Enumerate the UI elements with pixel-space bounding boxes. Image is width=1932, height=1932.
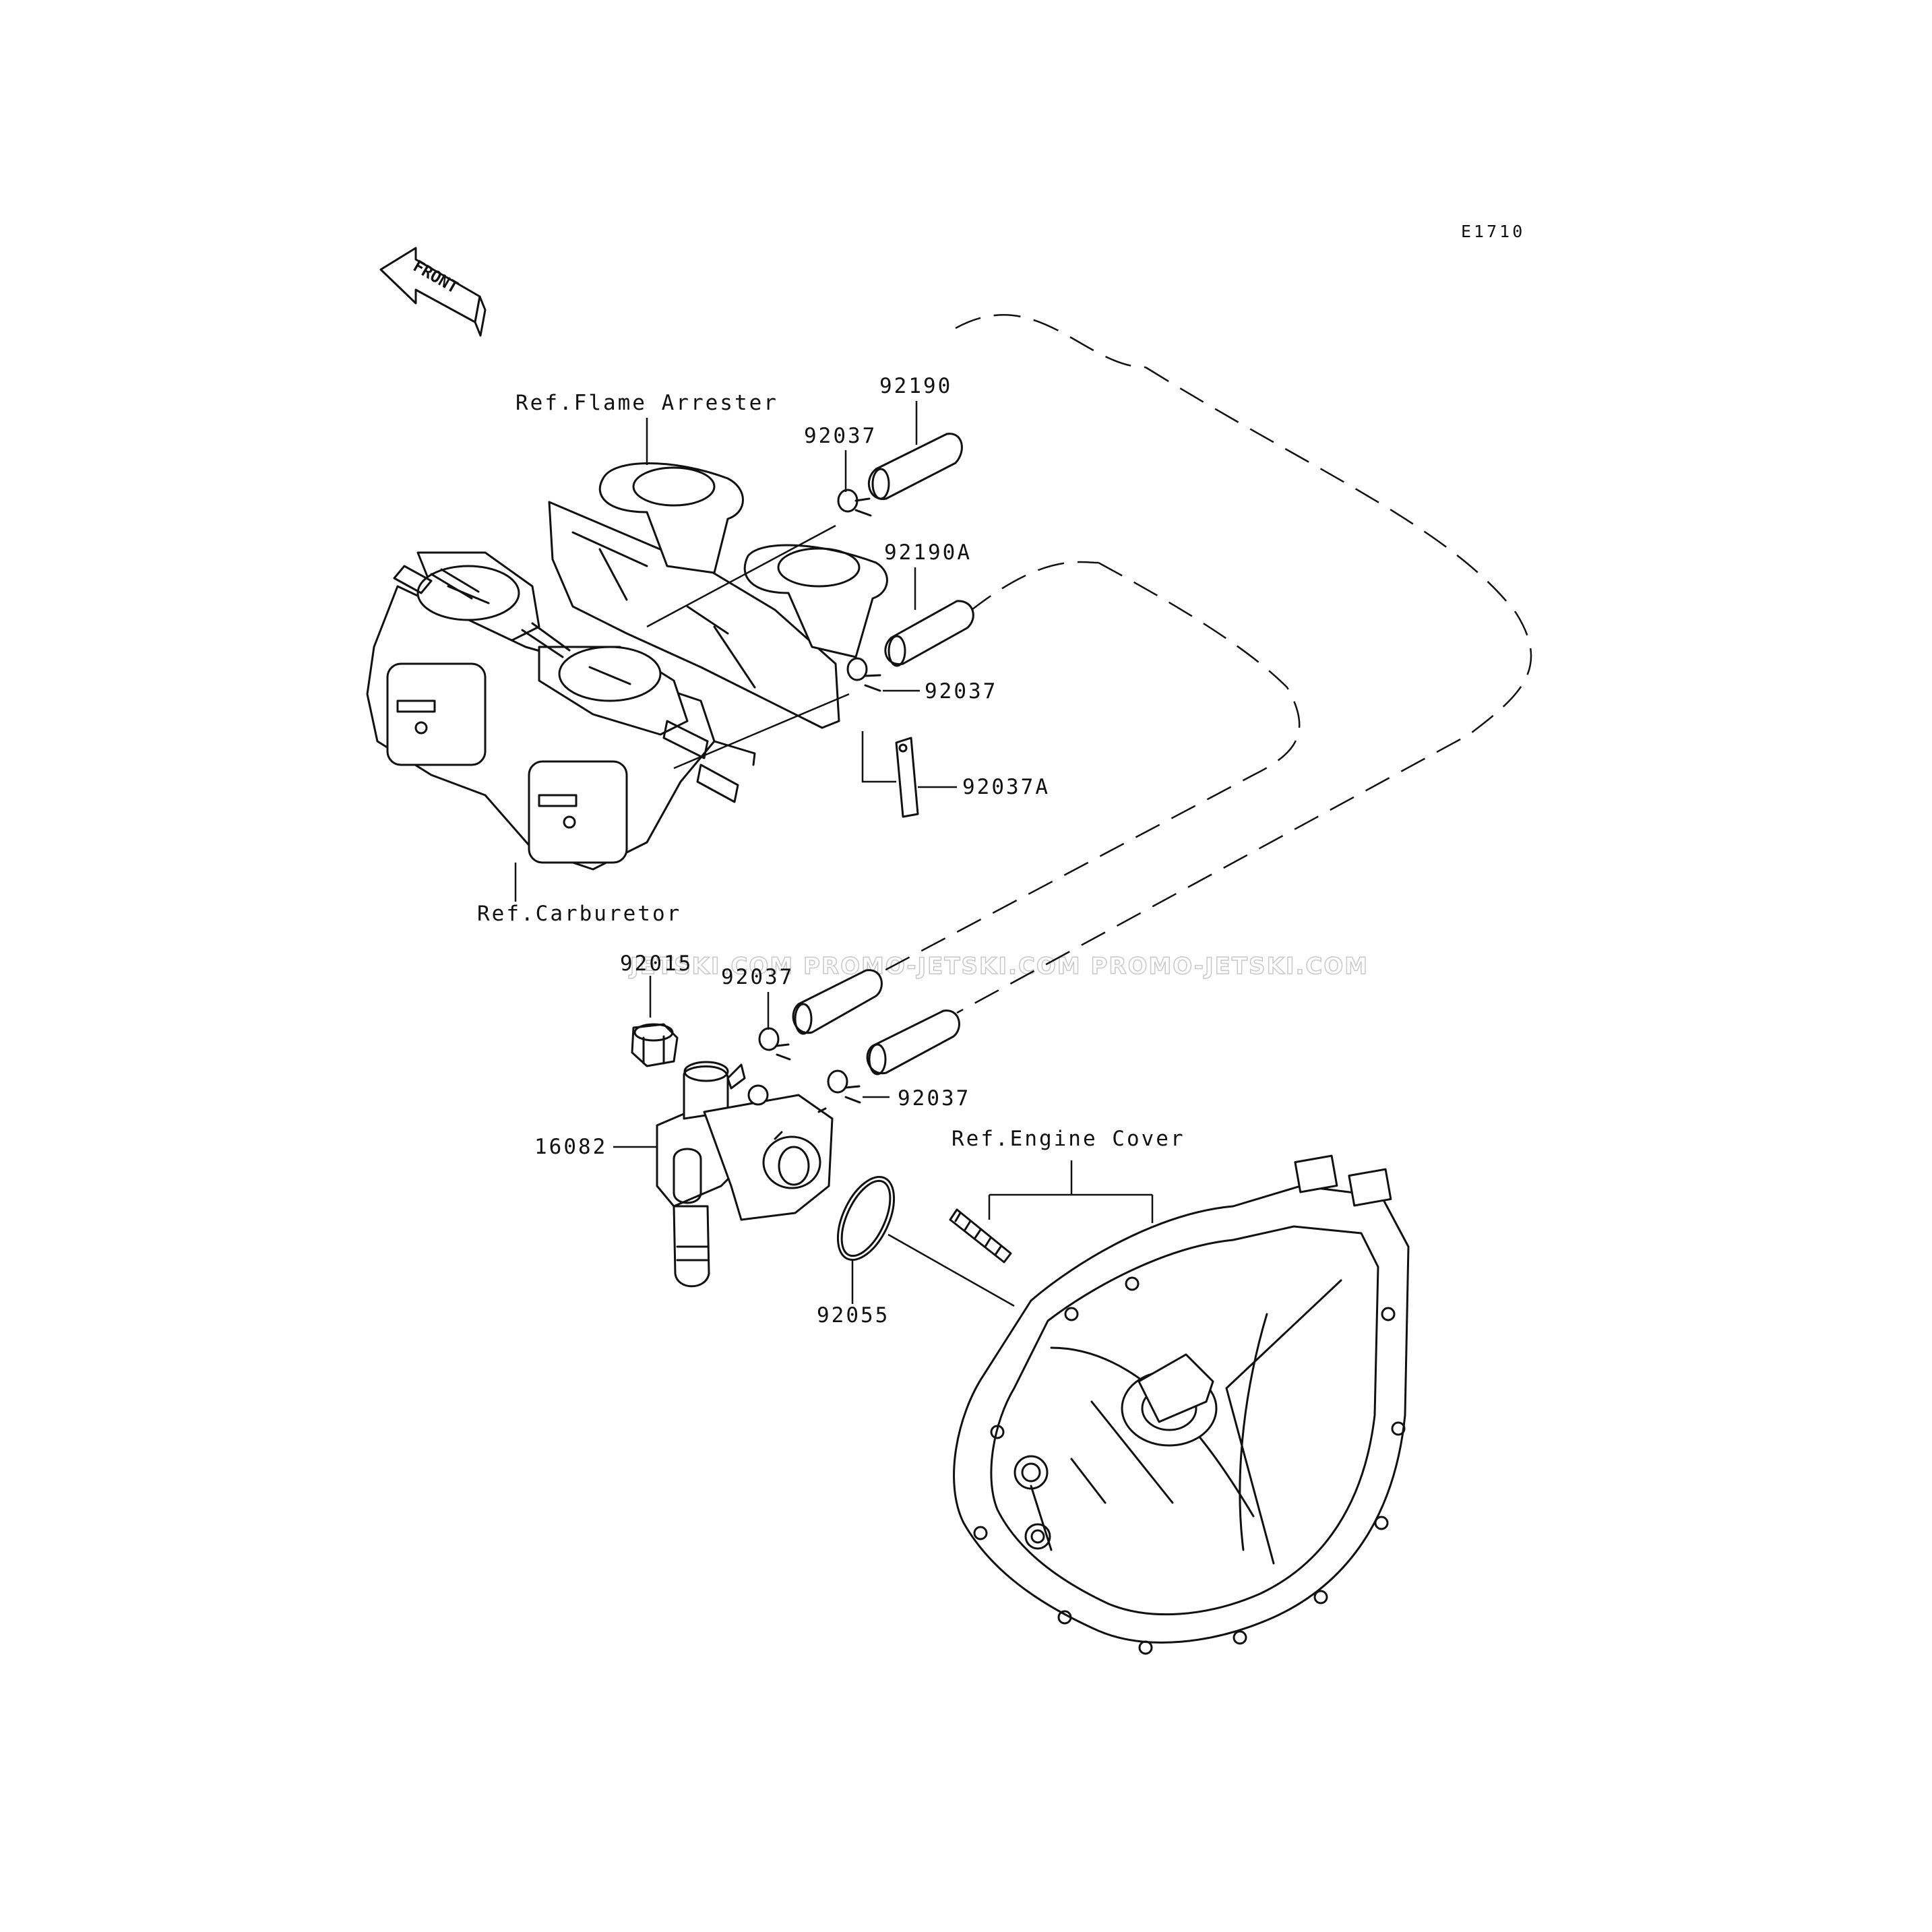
hose-lower-left [792,969,883,1035]
callout-92037-pump-upper: 92037 [721,965,794,989]
callout-16082: 16082 [534,1135,607,1159]
nut-92015 [631,1023,679,1067]
clamp-92037A [895,737,919,818]
flame-arrester-manifold [548,462,888,729]
stud-bolt [949,1208,1012,1264]
ref-carburetor-label: Ref.Carburetor [477,902,681,926]
carburetor-assembly [366,551,756,871]
clamp-92037-upper [837,489,872,517]
engine-cover [953,1154,1410,1655]
hose-92190 [867,433,963,500]
callout-92055: 92055 [817,1303,890,1328]
callout-92015: 92015 [620,952,693,976]
callout-92037A: 92037A [962,775,1050,799]
hose-92190A [884,600,974,667]
clamp-92037-pump-lower [827,1069,861,1104]
clamp-92037-pump-upper [758,1027,791,1061]
clamp-92037-mid [846,657,881,692]
hose-lower-right [866,1009,960,1076]
diagram-code: E1710 [1461,222,1525,241]
front-arrow-icon: FRONT [379,247,487,337]
hose-route-lines [869,314,1532,1014]
ref-flame-arrester-label: Ref.Flame Arrester [516,391,778,415]
callout-92037-upper: 92037 [804,424,877,448]
callout-92037-mid: 92037 [925,679,997,704]
callout-92190A: 92190A [884,540,972,565]
fuel-pump-16082 [656,1061,834,1288]
leader-lines [514,401,1154,1307]
watermark: JETSKI.COM PROMO-JETSKI.COM PROMO-JETSKI… [629,953,1369,980]
o-ring-92055 [836,1175,896,1261]
ref-engine-cover-label: Ref.Engine Cover [952,1127,1185,1151]
callout-92190: 92190 [879,374,952,398]
callout-92037-pump-lower: 92037 [898,1086,970,1111]
